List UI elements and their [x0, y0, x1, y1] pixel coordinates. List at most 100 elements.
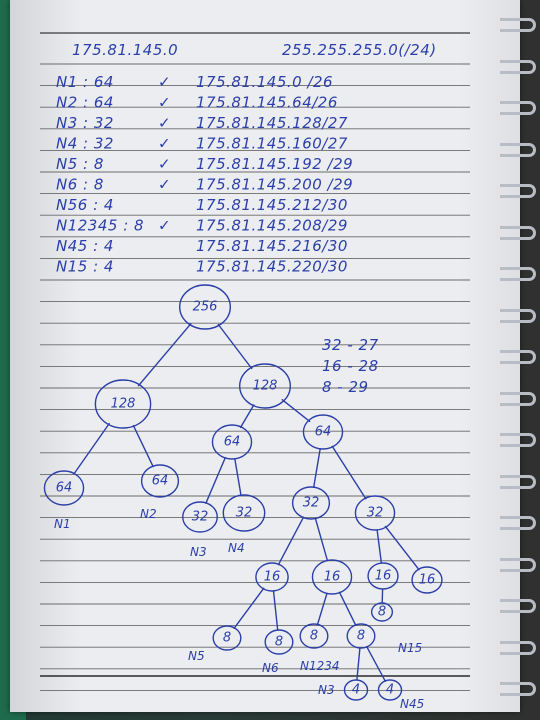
- tree-node: 64: [43, 470, 85, 506]
- tree-edge: [331, 445, 367, 500]
- node-circle: [377, 679, 403, 701]
- subnet-address: 175.81.145.64/26: [196, 94, 338, 112]
- node-circle: [354, 495, 396, 531]
- spiral-coil: [500, 682, 536, 696]
- spiral-coil: [500, 267, 536, 281]
- tree-node: 8: [264, 629, 294, 655]
- node-circle: [343, 679, 369, 701]
- subnet-address: 175.81.145.160/27: [196, 135, 348, 153]
- node-value: 8: [223, 631, 231, 646]
- spiral-coil: [500, 142, 536, 157]
- tree-node: 16: [411, 566, 443, 594]
- tree-node: 256: [178, 284, 231, 330]
- subnet-address: 175.81.145.192 /29: [196, 155, 353, 173]
- tree-edge: [281, 399, 311, 423]
- node-circle: [411, 566, 443, 594]
- subnet-name: N15 : 4: [56, 258, 114, 276]
- subnet-address: 175.81.145.220/30: [196, 258, 348, 276]
- tree-edge: [384, 525, 420, 571]
- node-circle: [211, 424, 253, 460]
- tree-node: 64: [211, 424, 253, 460]
- subnet-address: 175.81.145.0 /26: [196, 73, 333, 91]
- node-circle: [346, 623, 376, 649]
- node-circle: [367, 562, 399, 590]
- node-value: 32: [236, 506, 253, 521]
- node-circle: [264, 629, 294, 655]
- spiral-coil: [500, 599, 536, 613]
- subnet-name: N12345 : 8: [56, 217, 144, 235]
- check-mark: ✓: [158, 114, 171, 132]
- tree-edge: [233, 587, 265, 629]
- node-circle: [299, 623, 329, 649]
- tree-node: 4: [377, 679, 403, 701]
- check-mark: ✓: [158, 94, 171, 112]
- spiral-coil: [500, 516, 536, 530]
- subnet-name: N3 : 32: [56, 114, 114, 132]
- spiral-coil: [500, 59, 536, 74]
- node-value: 8: [310, 629, 318, 644]
- spiral-coil: [500, 101, 536, 115]
- node-circle: [94, 379, 152, 429]
- subnet-address: 175.81.145.128/27: [196, 114, 348, 132]
- node-circle: [302, 414, 344, 450]
- spiral-coil: [500, 18, 536, 32]
- tree-label: N6: [262, 661, 279, 675]
- tree-node: 4: [343, 679, 369, 701]
- subnet-address: 175.81.145.212/30: [196, 196, 348, 214]
- tree-label: N2: [140, 507, 157, 521]
- subnet-name: N45 : 4: [56, 237, 114, 255]
- tree-label: N45: [400, 697, 424, 711]
- tree-node: 32: [222, 494, 266, 532]
- tree-label: N3: [318, 683, 335, 697]
- tree-node: 8: [370, 602, 394, 622]
- tree-node: 32: [182, 501, 218, 533]
- tree-edge: [338, 591, 357, 626]
- node-circle: [212, 625, 242, 651]
- subnet-name: N56 : 4: [56, 196, 114, 214]
- node-value: 32: [303, 496, 320, 511]
- spiral-coil: [500, 474, 536, 489]
- tree-edge: [356, 647, 361, 681]
- node-circle: [178, 284, 231, 330]
- node-value: 8: [275, 635, 283, 650]
- tree-node: 16: [367, 562, 399, 590]
- node-circle: [238, 363, 291, 409]
- tree-label: N5: [188, 649, 205, 663]
- tree-edge: [239, 404, 255, 429]
- node-value: 64: [152, 474, 169, 489]
- node-value: 64: [315, 425, 332, 440]
- check-mark: ✓: [158, 155, 171, 173]
- tree-node: 128: [238, 363, 291, 409]
- node-value: 16: [324, 570, 341, 585]
- tree-edge: [316, 592, 328, 626]
- node-circle: [370, 602, 394, 622]
- node-value: 16: [375, 569, 392, 584]
- tree-edge: [376, 529, 383, 564]
- prefix-note: 8 - 29: [322, 378, 369, 396]
- tree-edge: [217, 323, 253, 370]
- header-mask: 255.255.255.0(/24): [282, 41, 437, 59]
- spiral-coil: [500, 391, 536, 406]
- spiral-coil: [500, 557, 536, 572]
- check-mark: ✓: [158, 135, 171, 153]
- spiral-coil: [500, 225, 536, 240]
- check-mark: ✓: [158, 176, 171, 194]
- tree-edge: [277, 516, 305, 566]
- tree-node: 32: [354, 495, 396, 531]
- spiral-coil: [500, 433, 536, 447]
- node-value: 32: [367, 506, 384, 521]
- header-network: 175.81.145.0: [72, 41, 178, 59]
- node-value: 16: [419, 573, 436, 588]
- tree-edge: [205, 456, 227, 504]
- node-value: 32: [192, 510, 209, 525]
- subnet-address: 175.81.145.208/29: [196, 217, 348, 235]
- spiral-coil: [500, 184, 536, 198]
- node-value: 8: [378, 605, 386, 620]
- node-value: 128: [253, 379, 278, 394]
- tree-edge: [137, 323, 192, 387]
- tree-edge: [313, 448, 321, 488]
